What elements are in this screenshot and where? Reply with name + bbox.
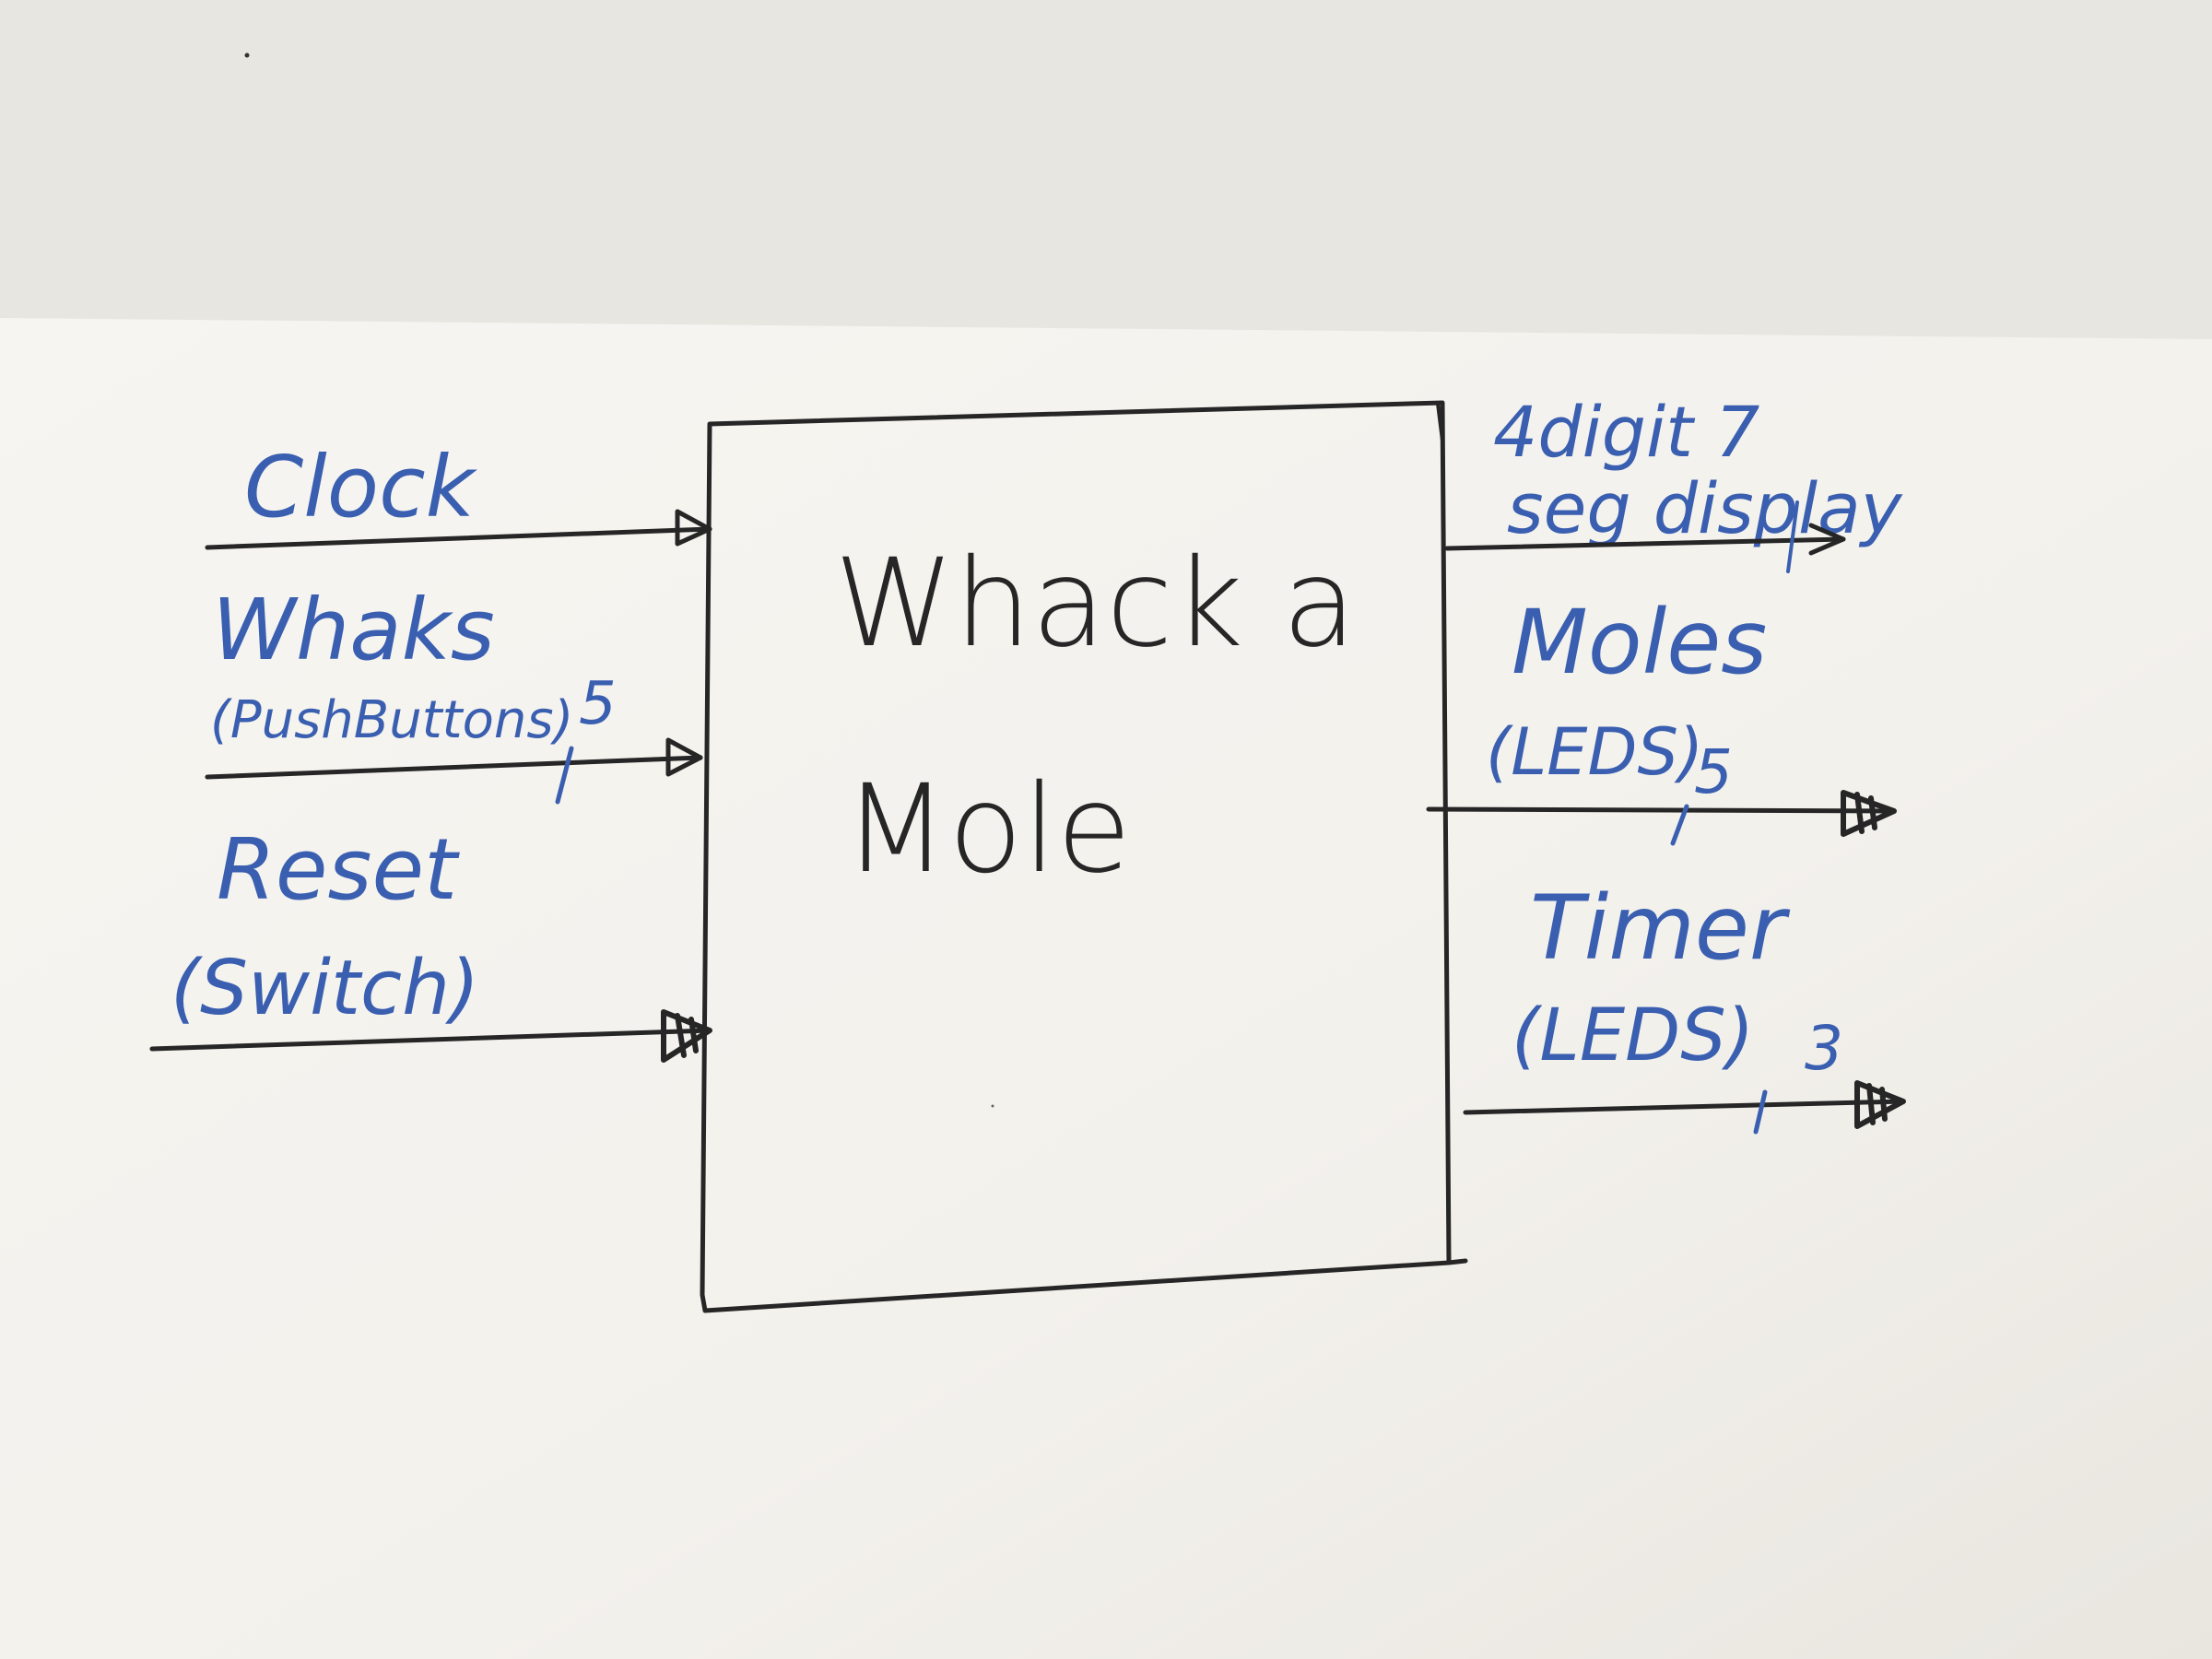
reset-arrow	[149, 1009, 712, 1063]
paper-speck	[991, 1104, 994, 1108]
paper-sheet	[0, 318, 2212, 1659]
moles-sub-label: (LEDS)	[1486, 714, 1703, 790]
moles-bus-width: 5	[1694, 736, 1733, 807]
timer-arrow	[1463, 1080, 1906, 1135]
whaks-sub-label: (PushButtons)	[210, 690, 573, 750]
display-label-line1: 4digit 7	[1493, 391, 1759, 473]
moles-label: Moles	[1512, 591, 1767, 694]
back-sheet	[0, 0, 2212, 341]
whaks-arrow	[205, 737, 703, 805]
whaks-bus-width: 5	[579, 670, 617, 738]
moles-arrow	[1426, 790, 1897, 846]
paper-speck	[244, 53, 250, 58]
timer-label: Timer	[1530, 877, 1791, 980]
clock-label: Clock	[244, 438, 478, 536]
reset-sub-label: (Switch)	[171, 945, 479, 1032]
block-title-line2: Mole	[843, 759, 1132, 900]
whack-a-mole-block	[700, 400, 1468, 1313]
clock-arrow	[205, 509, 712, 550]
block-title-line1: Whack a	[834, 533, 1357, 675]
display-arrow	[1444, 500, 1846, 573]
timer-bus-width: 3	[1805, 1013, 1843, 1084]
reset-label: Reset	[217, 820, 460, 919]
whaks-label: Whaks	[212, 581, 495, 679]
timer-sub-label: (LEDS)	[1512, 994, 1754, 1077]
